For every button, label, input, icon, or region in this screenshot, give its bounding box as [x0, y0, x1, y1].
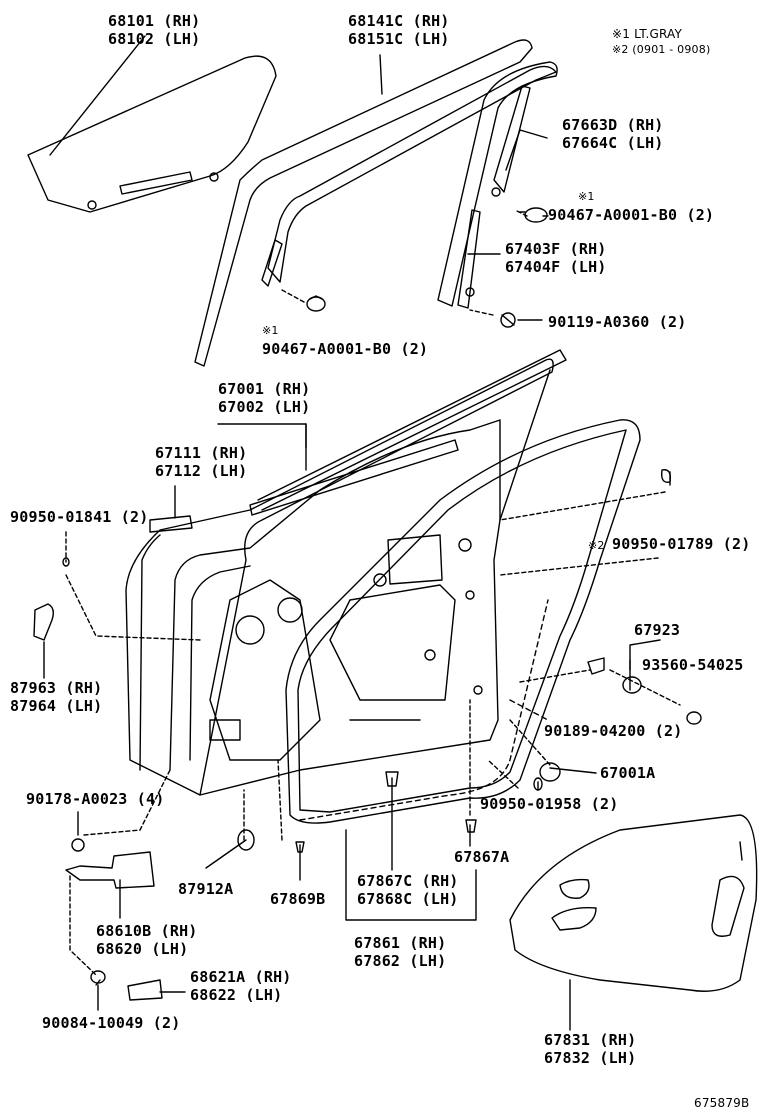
label-clip-upper-right: 90467-A0001-B0 (2)	[548, 206, 715, 224]
label-clip-upper-left-mark: ※1	[262, 324, 279, 337]
label-sash-channel-lh: 67404F (LH)	[505, 258, 607, 276]
label-hole-plug-left: 90950-01841 (2)	[10, 508, 149, 526]
label-hinge-cover: 68621A (RH) 68622 (LH)	[190, 968, 292, 1004]
label-weatherstrip-main-rh: 67861 (RH)	[354, 934, 447, 952]
label-glass-lh: 68102 (LH)	[108, 30, 201, 48]
leader-lines	[43, 35, 681, 1031]
label-hinge-rh: 68610B (RH)	[96, 922, 198, 940]
label-clip-lower: 67869B	[270, 890, 326, 908]
label-clip-mid: 90189-04200 (2)	[544, 722, 683, 740]
door-glass-shape	[27, 55, 277, 213]
label-trim-panel-lh: 67832 (LH)	[544, 1049, 637, 1067]
label-hinge: 68610B (RH) 68620 (LH)	[96, 922, 198, 958]
label-weatherstrip-inner-rh: 67867C (RH)	[357, 872, 459, 890]
door-weatherstrip-shape	[285, 419, 641, 824]
label-bumper: 67001A	[600, 764, 656, 782]
label-bolt-hinge: 90178-A0023 (4)	[26, 790, 165, 808]
label-sash-channel: 67403F (RH) 67404F (LH)	[505, 240, 607, 276]
label-trim-panel: 67831 (RH) 67832 (LH)	[544, 1031, 636, 1067]
label-hole-plug-right: 90950-01789 (2)	[612, 535, 751, 553]
note-1: ※1 LT.GRAY	[612, 27, 683, 41]
label-grommet: 93560-54025	[642, 656, 744, 674]
label-weatherstrip-main: 67861 (RH) 67862 (LH)	[354, 934, 446, 970]
label-set: 67923	[634, 621, 681, 639]
label-door-panel-lh: 67002 (LH)	[218, 398, 311, 416]
note-2: ※2 (0901 - 0908)	[612, 43, 711, 56]
label-run-channel-lh: 68151C (LH)	[348, 30, 450, 48]
label-hole-plug-right-mark: ※2	[588, 539, 605, 552]
label-sash-channel-rh: 67403F (RH)	[505, 240, 607, 258]
label-clip-upper-left: 90467-A0001-B0 (2)	[262, 340, 429, 358]
rear-sash-shape	[437, 61, 558, 309]
diagram-reference-number: 675879B	[694, 1096, 750, 1110]
label-weatherstrip-inner-lh: 67868C (LH)	[357, 890, 459, 908]
label-clip-upper-right-mark: ※1	[578, 190, 595, 203]
label-rear-sash-lh: 67664C (LH)	[562, 134, 664, 152]
label-weatherstrip-inner: 67867C (RH) 67868C (LH)	[357, 872, 459, 908]
outer-weatherstrip-shape	[249, 349, 567, 516]
label-hole-plug-bottom: 90950-01958 (2)	[480, 795, 619, 813]
label-clip-weatherstrip: 67867A	[454, 848, 510, 866]
label-door-panel: 67001 (RH) 67002 (LH)	[218, 380, 310, 416]
label-outer-weatherstrip-lh: 67112 (LH)	[155, 462, 248, 480]
label-glass: 68101 (RH) 68102 (LH)	[108, 12, 200, 48]
run-channel-shape	[194, 39, 557, 367]
label-stopper-rh: 87963 (RH)	[10, 679, 103, 697]
hardware-shapes	[33, 469, 702, 1001]
label-outer-weatherstrip-rh: 67111 (RH)	[155, 444, 248, 462]
label-trim-panel-rh: 67831 (RH)	[544, 1031, 637, 1049]
inner-weatherstrip-shape	[299, 599, 549, 821]
label-stopper-lh: 87964 (LH)	[10, 697, 103, 715]
label-run-channel: 68141C (RH) 68151C (LH)	[348, 12, 450, 48]
label-hinge-lh: 68620 (LH)	[96, 940, 189, 958]
label-weatherstrip-main-lh: 67862 (LH)	[354, 952, 447, 970]
label-outer-weatherstrip: 67111 (RH) 67112 (LH)	[155, 444, 247, 480]
label-glass-rh: 68101 (RH)	[108, 12, 201, 30]
label-seal-plug: 87912A	[178, 880, 234, 898]
label-door-panel-rh: 67001 (RH)	[218, 380, 311, 398]
label-run-channel-rh: 68141C (RH)	[348, 12, 450, 30]
notes: ※1 LT.GRAY ※2 (0901 - 0908)	[612, 26, 710, 58]
label-bolt-bottom: 90084-10049 (2)	[42, 1014, 181, 1032]
label-hinge-cover-rh: 68621A (RH)	[190, 968, 292, 986]
trim-panel-shape	[509, 814, 758, 992]
label-stopper: 87963 (RH) 87964 (LH)	[10, 679, 102, 715]
label-screw-right: 90119-A0360 (2)	[548, 313, 687, 331]
label-rear-sash-rh: 67663D (RH)	[562, 116, 664, 134]
label-rear-sash: 67663D (RH) 67664C (LH)	[562, 116, 664, 152]
label-hinge-cover-lh: 68622 (LH)	[190, 986, 283, 1004]
